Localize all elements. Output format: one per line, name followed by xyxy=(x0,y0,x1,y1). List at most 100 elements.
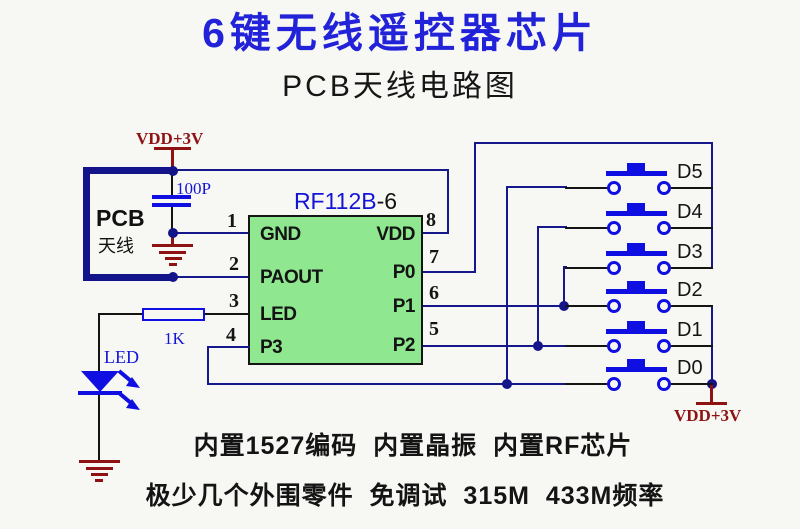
footer-feature-line-2: 极少几个外围零件 免调试 315M 433M频率 xyxy=(145,482,665,510)
led-cathode-bar xyxy=(78,391,122,395)
capacitor-plate-top xyxy=(152,195,191,199)
ground-top-stem xyxy=(171,233,174,244)
antenna-bracket-bottom xyxy=(83,274,176,281)
button-d3-left-lead xyxy=(565,267,607,269)
led-diode-icon xyxy=(81,371,119,392)
wire-resistor-left xyxy=(99,313,142,315)
ground-top-bar1 xyxy=(152,244,193,247)
ground-left-bar2 xyxy=(86,467,113,470)
pushbutton-d0-terminal xyxy=(607,377,621,391)
wire-d3-d2-vertical xyxy=(563,267,565,307)
ground-top-bar3 xyxy=(165,257,182,260)
junction-dot xyxy=(168,228,178,238)
pushbutton-d2-actuator xyxy=(627,281,645,289)
wire-top-bus xyxy=(474,142,713,144)
wire-pin2-paout xyxy=(174,276,250,278)
footer-feature-line-1: 内置1527编码 内置晶振 内置RF芯片 xyxy=(193,432,633,460)
pushbutton-d3-icon xyxy=(606,251,667,256)
button-d4-left-lead xyxy=(565,227,607,229)
button-label-d0: D0 xyxy=(677,357,703,379)
power-bottom-stem xyxy=(710,385,713,402)
power-top-label: VDD+3V xyxy=(136,129,204,148)
pushbutton-d1-terminal xyxy=(657,339,671,353)
pushbutton-d1-icon xyxy=(606,329,667,334)
resistor-1k xyxy=(142,308,205,321)
button-d5-left-lead xyxy=(565,187,607,189)
capacitor-label: 100P xyxy=(176,179,211,198)
pushbutton-d4-terminal xyxy=(607,221,621,235)
ground-left-bar4 xyxy=(95,479,103,482)
button-d4-right-lead xyxy=(671,227,713,229)
button-d2-right-lead xyxy=(671,305,713,307)
chip-name-primary: RF112B xyxy=(293,188,377,214)
wire-p1-horizontal xyxy=(423,305,565,307)
pin-number-3: 3 xyxy=(229,290,239,312)
power-bottom-label: VDD+3V xyxy=(674,406,742,425)
pushbutton-d5-icon xyxy=(606,171,667,176)
pushbutton-d5-actuator xyxy=(627,163,645,171)
wire-p3-stub xyxy=(208,346,250,348)
pushbutton-d4-actuator xyxy=(627,203,645,211)
pushbutton-d5-terminal xyxy=(657,181,671,195)
pin-label-p3: P3 xyxy=(260,337,283,358)
button-d2-left-lead xyxy=(565,305,607,307)
wire-d4-left-horizontal xyxy=(537,226,567,228)
wire-pin3-resistor xyxy=(205,313,250,315)
pushbutton-d0-actuator xyxy=(627,359,645,367)
wire-vdd-horizontal xyxy=(172,169,449,171)
power-bottom-bar-icon xyxy=(696,402,727,405)
wire-p0-stub xyxy=(423,271,476,273)
wire-p2-horizontal xyxy=(423,345,565,347)
pushbutton-d3-terminal xyxy=(657,261,671,275)
pushbutton-d5-terminal xyxy=(607,181,621,195)
antenna-bracket-left xyxy=(83,167,90,281)
wire-p0-vertical xyxy=(474,142,476,273)
pin-number-4: 4 xyxy=(226,324,236,346)
chip-body xyxy=(248,215,423,365)
junction-dot xyxy=(168,166,178,176)
button-label-d4: D4 xyxy=(677,201,703,223)
wire-led-cathode xyxy=(98,395,100,460)
pushbutton-d2-icon xyxy=(606,289,667,294)
wire-p3-horizontal xyxy=(207,383,567,385)
capacitor-stem-top xyxy=(171,171,173,196)
pin-number-7: 7 xyxy=(429,246,439,268)
junction-dot xyxy=(168,272,178,282)
button-d3-right-lead xyxy=(671,267,713,269)
pin-number-1: 1 xyxy=(227,210,237,232)
power-top-stem xyxy=(171,149,174,170)
pin-label-paout: PAOUT xyxy=(260,267,323,288)
pin-label-p1: P1 xyxy=(392,296,416,317)
pin-number-6: 6 xyxy=(429,282,439,304)
wire-pin8-stub xyxy=(423,232,449,234)
led-emission-arrows-icon xyxy=(117,369,140,410)
page-title: 6键无线遥控器芯片 xyxy=(202,10,598,56)
pushbutton-d0-terminal xyxy=(657,377,671,391)
chip-name: RF112B-6 xyxy=(268,188,423,215)
ground-top-bar4 xyxy=(169,263,177,266)
chip-name-suffix: -6 xyxy=(376,188,398,214)
pin-label-vdd: VDD xyxy=(376,224,415,245)
button-d0-right-lead xyxy=(671,383,713,385)
button-label-d5: D5 xyxy=(677,161,703,183)
pushbutton-d1-actuator xyxy=(627,321,645,329)
wire-p3-vertical xyxy=(207,346,209,385)
button-label-d1: D1 xyxy=(677,319,703,341)
wire-pin1-gnd xyxy=(172,232,250,234)
button-label-d3: D3 xyxy=(677,241,703,263)
pushbutton-d0-icon xyxy=(606,367,667,372)
wire-d4-d1-vertical xyxy=(537,227,539,347)
resistor-label: 1K xyxy=(164,329,185,348)
pushbutton-d2-terminal xyxy=(607,299,621,313)
pushbutton-d2-terminal xyxy=(657,299,671,313)
pushbutton-d1-terminal xyxy=(607,339,621,353)
pin-number-8: 8 xyxy=(426,209,436,231)
pushbutton-d4-icon xyxy=(606,211,667,216)
pin-label-gnd: GND xyxy=(260,224,301,245)
pushbutton-d3-terminal xyxy=(607,261,621,275)
button-d1-right-lead xyxy=(671,345,713,347)
page-subtitle: PCB天线电路图 xyxy=(282,70,518,103)
antenna-label-tianxian: 天线 xyxy=(98,236,134,256)
wire-vdd-vertical xyxy=(447,169,449,234)
